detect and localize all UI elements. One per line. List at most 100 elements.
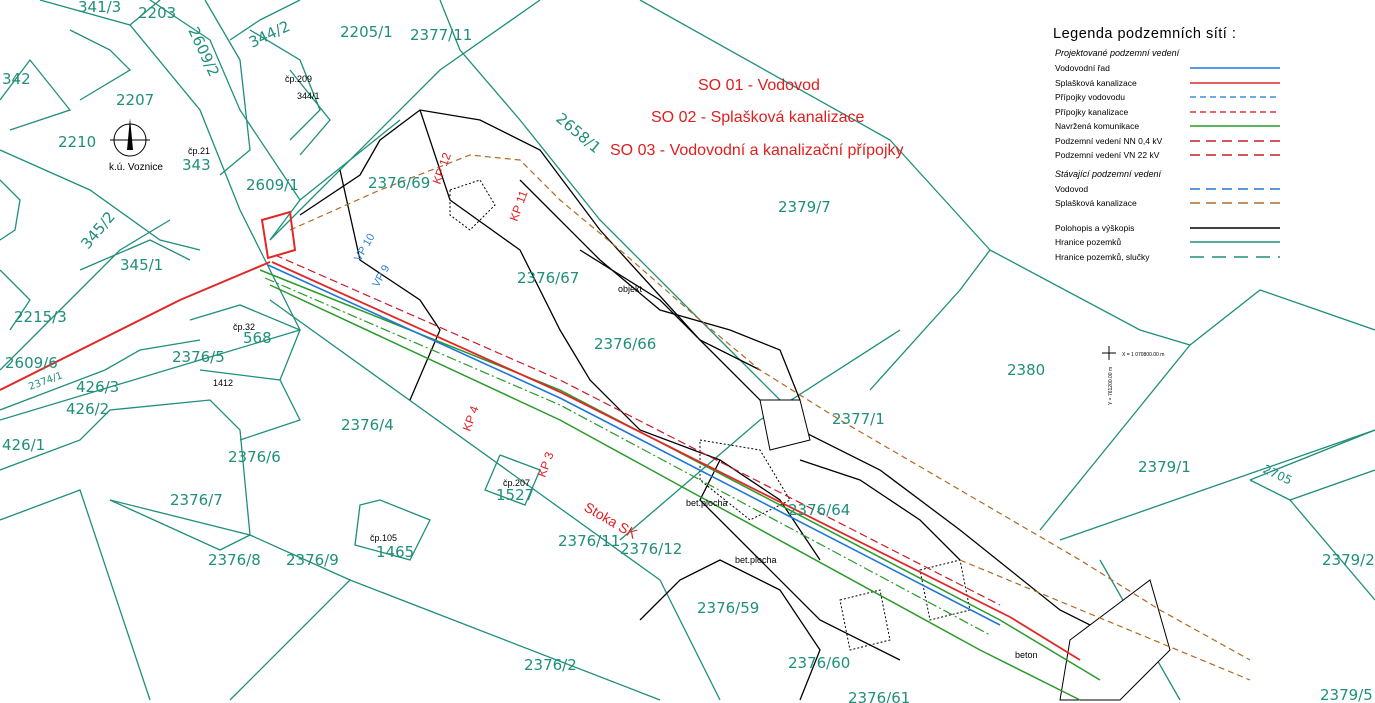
legend-item-label: Přípojky kanalizace <box>1055 106 1129 117</box>
manhole-label: KP 3 <box>535 450 557 479</box>
legend-line-swatch <box>1190 110 1280 113</box>
house-number: čp.207 <box>503 478 530 488</box>
parcel-label: 2376/66 <box>594 335 656 353</box>
title-so01: SO 01 - Vodovod <box>698 77 820 94</box>
legend-line-swatch <box>1190 154 1280 157</box>
parcel-label: 345/2 <box>77 208 119 253</box>
existing-sewer-line <box>959 559 1251 681</box>
coordinate-y: Y = 761200.00 m <box>1108 367 1114 405</box>
water-shaft <box>260 210 297 260</box>
annotations: čp.209 344/1 čp.21 čp.32 čp.207 čp.105 1… <box>109 74 1164 660</box>
legend-heading: Legenda podzemních sítí : <box>1053 26 1237 42</box>
legend-item-label: Podzemní vedení NN 0,4 kV <box>1055 135 1163 146</box>
parcel-annotation: 344/1 <box>297 91 320 101</box>
parcel-label: 426/1 <box>2 436 45 454</box>
parcel-label: 2376/5 <box>172 348 225 366</box>
legend-item: Podzemní vedení NN 0,4 kV <box>1055 134 1375 149</box>
water-point-label: VP 10 <box>352 232 377 264</box>
manhole-label: KP 4 <box>460 404 482 433</box>
parcel-label: 2379/2 <box>1322 551 1375 569</box>
parcel-label: 2705 <box>1261 462 1295 488</box>
parcel-label: 2376/4 <box>341 416 394 434</box>
surface-label: bet.plocha <box>686 498 728 508</box>
parcel-label: 2207 <box>116 91 154 109</box>
parcel-annotation: 1412 <box>213 378 233 388</box>
parcel-label: 2376/11 <box>558 532 620 550</box>
legend-item-label: Vodovodní řad <box>1055 63 1110 74</box>
parcel-label: 2376/60 <box>788 654 850 672</box>
parcel-label: 344/2 <box>246 17 293 52</box>
legend-line-swatch <box>1190 96 1280 99</box>
parcel-label: 568 <box>243 329 272 347</box>
water-main-line <box>267 264 1001 626</box>
parcel-label: 2215/3 <box>14 308 67 326</box>
legend-item: Hranice pozemků <box>1055 235 1375 250</box>
legend-line-swatch <box>1190 81 1280 84</box>
legend-line-swatch <box>1190 202 1280 205</box>
house-number: čp.209 <box>285 74 312 84</box>
house-number: čp.21 <box>188 146 210 156</box>
parcel-label: 2376/9 <box>286 551 339 569</box>
parcel-label: 2376/64 <box>788 501 850 519</box>
parcel-label: 2210 <box>58 133 96 151</box>
legend-item: Hranice pozemků, slučky <box>1055 250 1375 265</box>
legend: Legenda podzemních sítí : Projektované p… <box>1045 26 1375 264</box>
parcel-label: 2376/61 <box>848 689 910 703</box>
legend-item: Přípojky vodovodu <box>1055 90 1375 105</box>
existing-power-line <box>274 254 1001 606</box>
legend-item: Navržená komunikace <box>1055 119 1375 134</box>
parcel-label: 2380 <box>1007 361 1045 379</box>
legend-item: Vodovodní řad <box>1055 61 1375 76</box>
north-arrow <box>110 118 150 157</box>
parcel-label: 426/3 <box>76 378 119 396</box>
house-number: čp.105 <box>370 533 397 543</box>
parcel-label: 341/3 <box>78 0 121 16</box>
parcel-label: 2376/12 <box>620 540 682 558</box>
legend-item: Podzemní vedení VN 22 kV <box>1055 148 1375 163</box>
legend-item-label: Navržená komunikace <box>1055 121 1140 132</box>
parcel-label: 2376/2 <box>524 656 577 674</box>
parcel-label: 2609/2 <box>184 24 223 79</box>
legend-line-swatch <box>1190 67 1280 70</box>
legend-section-projected: Projektované podzemní vedení <box>1055 48 1180 58</box>
legend-item-label: Polohopis a výškopis <box>1055 222 1135 233</box>
parcel-label: 2379/5 <box>1320 686 1373 703</box>
object-label: objekt <box>618 284 643 294</box>
manhole-label: KP 12 <box>430 150 454 186</box>
legend-line-swatch <box>1190 241 1280 244</box>
surface-label: beton <box>1015 650 1038 660</box>
legend-item-label: Přípojky vodovodu <box>1055 92 1125 103</box>
legend-line-swatch <box>1190 139 1280 142</box>
parcel-label: 2379/7 <box>778 198 831 216</box>
title-so02: SO 02 - Splašková kanalizace <box>651 109 865 126</box>
road-line <box>259 269 1101 681</box>
coordinate-cross <box>1102 346 1116 360</box>
legend-item-label: Splašková kanalizace <box>1055 198 1137 209</box>
parcel-label: 2377/1 <box>832 410 885 428</box>
parcel-label: 2609/1 <box>246 176 299 194</box>
parcel-label: 1465 <box>376 543 414 561</box>
parcel-label: 426/2 <box>66 400 109 418</box>
sewer-main-line <box>0 261 271 391</box>
parcel-label: 1527 <box>496 486 534 504</box>
parcel-label: 2658/1 <box>552 109 604 157</box>
legend-line-swatch <box>1190 125 1280 128</box>
legend-line-swatch <box>1190 255 1280 258</box>
parcel-label: 2205/1 <box>340 23 393 41</box>
road-line <box>269 284 1081 701</box>
parcel-label: 345/1 <box>120 256 163 274</box>
legend-line-swatch <box>1190 187 1280 190</box>
legend-item: Splašková kanalizace <box>1055 76 1375 91</box>
legend-item-label: Vodovod <box>1055 183 1089 194</box>
legend-item-label: Hranice pozemků, slučky <box>1055 251 1150 262</box>
parcel-label: 2376/67 <box>517 269 579 287</box>
parcel-label: 2376/69 <box>368 174 430 192</box>
terrain-survey-lines <box>299 109 1141 701</box>
legend-item: Splašková kanalizace <box>1055 196 1375 211</box>
parcel-label: 2377/11 <box>410 26 472 44</box>
sewer-main-line <box>271 261 1081 661</box>
parcel-label: 2376/59 <box>697 599 759 617</box>
legend-item: Polohopis a výškopis <box>1055 221 1375 236</box>
